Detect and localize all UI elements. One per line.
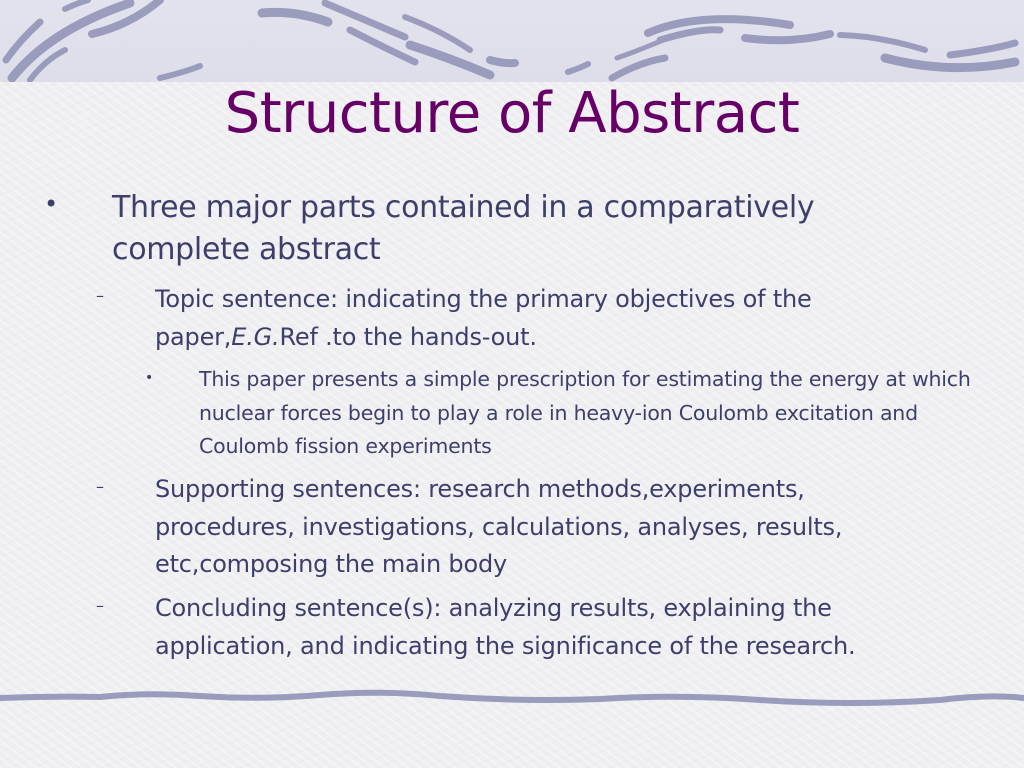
slide-title: Structure of Abstract	[224, 81, 800, 146]
bullet-dot-icon: •	[44, 190, 59, 218]
dash-bullet-icon: –	[96, 286, 104, 305]
decorative-header-band	[0, 0, 1024, 82]
topic-sentence-text: Topic sentence: indicating the primary o…	[155, 285, 812, 351]
dash-bullet-icon: –	[96, 596, 104, 615]
topic-sentence-text-tail: Ref .to the hands-out.	[279, 322, 537, 351]
brush-strokes-decoration	[2, 0, 1020, 82]
bullet-topic-sentence: Topic sentence: indicating the primary o…	[155, 281, 935, 356]
bullet-dot-small-icon: •	[145, 370, 154, 386]
dash-bullet-icon: –	[96, 477, 104, 496]
bullet-level1-text: Three major parts contained in a compara…	[112, 190, 815, 267]
topic-sentence-italic: E.G.	[231, 322, 280, 351]
wavy-line-decoration	[0, 689, 1024, 706]
bullet-supporting-sentences: Supporting sentences: research methods,e…	[155, 475, 843, 578]
bullet-example-text: This paper presents a simple prescriptio…	[199, 367, 971, 458]
bullet-concluding-sentences: Concluding sentence(s): analyzing result…	[155, 594, 856, 660]
decorative-footer-line	[0, 680, 1024, 720]
